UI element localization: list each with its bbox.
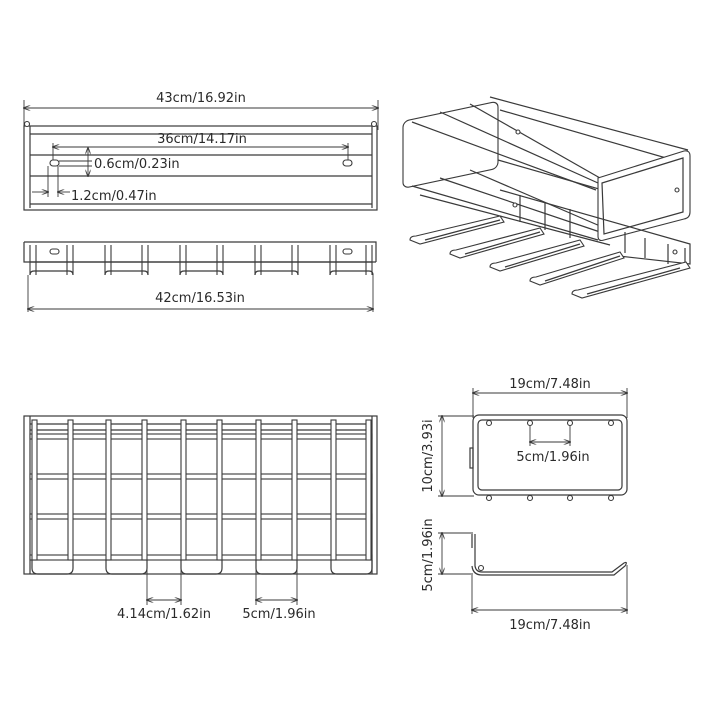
vertical-wires xyxy=(31,419,372,561)
back-bracket-view: 42cm/16.53in xyxy=(23,241,377,312)
hook-profile-shape xyxy=(471,534,627,576)
isometric-view xyxy=(402,96,691,299)
mounting-hole-left xyxy=(49,248,60,255)
hole-spacing-label: 36cm/14.17in xyxy=(157,132,247,147)
front-view: 4.14cm/1.62in 5cm/1.96in xyxy=(23,415,378,622)
slot-width-label: 4.14cm/1.62in xyxy=(117,607,211,622)
hook-tips xyxy=(31,560,373,575)
mounting-hole-right xyxy=(342,159,353,167)
cage-end-left xyxy=(402,101,499,188)
inner-spacing-label: 5cm/1.96in xyxy=(516,450,589,465)
hook-uprights xyxy=(29,245,373,275)
mounting-hole-right xyxy=(342,248,353,255)
hook-depth-label: 19cm/7.48in xyxy=(509,618,591,633)
wire-ends-bottom xyxy=(485,494,615,502)
overall-width-label: 43cm/16.92in xyxy=(156,91,246,106)
bracket-width-label: 42cm/16.53in xyxy=(155,291,245,306)
cage-end-right xyxy=(597,150,691,242)
hook-profile-view: 5cm/1.96in 19cm/7.48in xyxy=(421,518,627,633)
hook-arms xyxy=(409,215,691,299)
top-view-frame xyxy=(23,125,378,211)
hook-width-label: 5cm/1.96in xyxy=(242,607,315,622)
front-view-frame xyxy=(23,415,378,575)
side-width-label: 19cm/7.48in xyxy=(509,377,591,392)
side-view: 19cm/7.48in 5cm/1.96in 10cm/3.93i xyxy=(421,377,627,502)
cage-rails xyxy=(411,96,689,246)
side-height-label: 10cm/3.93i xyxy=(421,419,436,492)
hook-loops xyxy=(29,270,374,276)
hook-height-label: 5cm/1.96in xyxy=(421,518,436,591)
wire-ends-top xyxy=(485,419,615,427)
top-view: 43cm/16.92in 36cm/14.17in 0.6cm/0.23in 1… xyxy=(23,91,378,211)
side-inner-frame xyxy=(477,419,623,491)
hole-offset-label: 1.2cm/0.47in xyxy=(71,189,157,204)
horizontal-rails xyxy=(29,433,373,561)
mounting-hole-left xyxy=(49,159,60,167)
hole-height-label: 0.6cm/0.23in xyxy=(94,157,180,172)
